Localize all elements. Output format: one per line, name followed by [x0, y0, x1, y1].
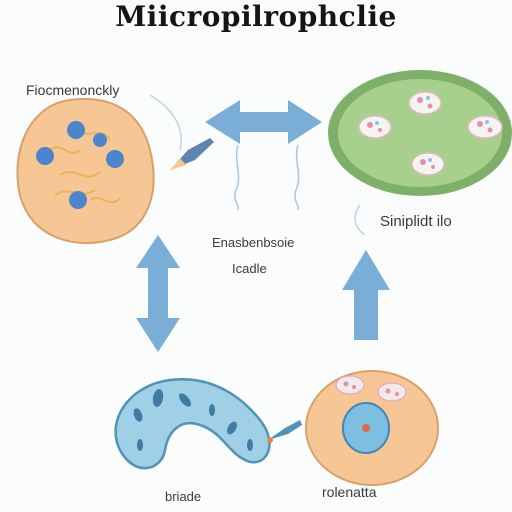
pencil-icon	[149, 94, 214, 170]
label-bottom-right: rolenatta	[322, 484, 377, 500]
double-arrow-icon	[205, 100, 322, 144]
label-center-line1: Enasbenbsoie	[212, 235, 295, 250]
up-arrow-icon	[342, 250, 390, 340]
green-cell	[328, 70, 512, 196]
label-center-line2: Icadle	[232, 261, 267, 276]
bottom-right-cell	[305, 370, 439, 486]
nucleus-3	[93, 133, 107, 147]
bacterium	[114, 377, 271, 470]
nucleus-1	[67, 121, 85, 139]
nucleus-5	[69, 191, 87, 209]
vertical-double-arrow-icon	[136, 235, 180, 352]
label-bottom-left: briade	[165, 489, 202, 504]
diagram-title: Miicropilrophclie	[115, 0, 397, 33]
nucleus-2	[36, 147, 54, 165]
top-left-cell	[16, 98, 155, 244]
nucleus-4	[106, 150, 124, 168]
label-right: Siniplidt ilo	[380, 213, 452, 230]
dropper-icon	[267, 420, 302, 443]
wavy-lines	[234, 144, 300, 211]
label-top-left: Fiocmenonckly	[26, 82, 120, 98]
